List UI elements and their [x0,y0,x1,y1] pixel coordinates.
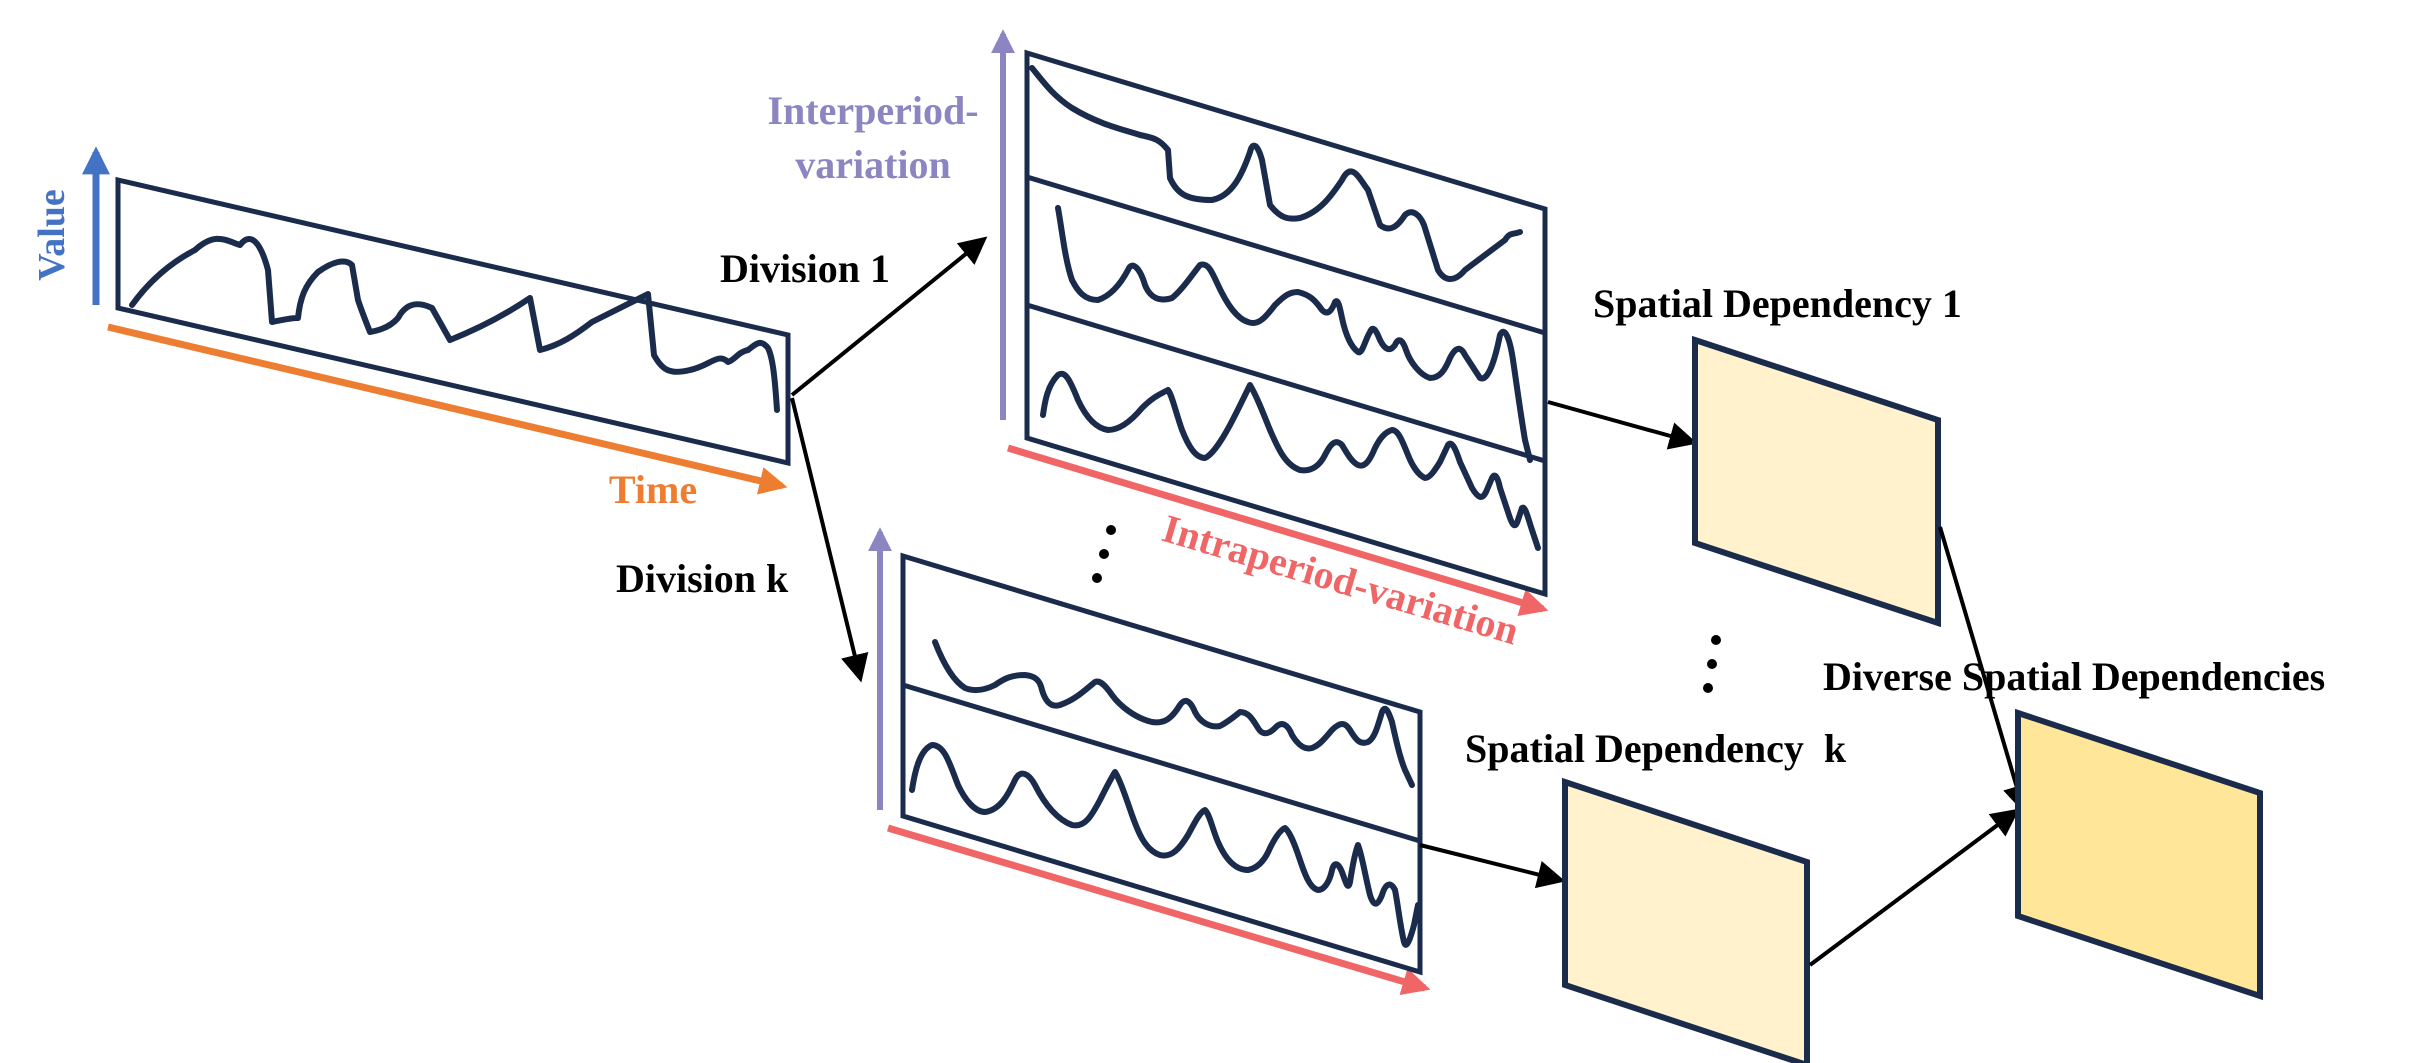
division-k-row-1-waveform [932,639,1415,788]
division-k-tensor [868,527,1431,996]
to-spatial-dependency-1-arrow [1547,400,1698,450]
spatial-1-to-diverse-arrow [1938,526,2031,814]
spatial-dependency-k-label: Spatial Dependency k [1465,726,1847,771]
interperiod-label-line-2: variation [795,142,951,187]
division-1-label: Division 1 [720,246,890,291]
division-1-row-2-waveform [1055,205,1533,463]
spatial-dependency-1-card [1692,335,1941,628]
time-axis-arrow [107,323,788,495]
interperiod-label-line-1: Interperiod- [767,88,978,133]
intraperiod-label: Intraperiod-variation [1157,505,1523,653]
diverse-spatial-dependencies-card [2015,708,2263,1001]
division-1-tensor: Interperiod- variation Intraperiod-varia… [767,29,1549,653]
to-spatial-dependency-k-arrow [1419,843,1566,889]
division-1-row-3-waveform [1040,370,1541,551]
spatial-dependency-ellipsis [1703,635,1721,693]
division-1-arrow [790,236,988,397]
division-1-row-1-waveform [1029,65,1523,282]
diverse-spatial-dependencies-label: Diverse Spatial Dependencies [1823,654,2325,699]
division-1-row-separator-1 [1026,174,1546,336]
spatial-dependency-1-label: Spatial Dependency 1 [1593,281,1962,326]
division-k-frame [900,552,1423,976]
division-ellipsis [1092,525,1116,583]
division-1-frame [1024,49,1548,598]
division-k-row-separator [902,682,1421,844]
spatial-dependency-k-card [1562,777,1810,1063]
time-axis-label: Time [609,467,697,512]
division-k-arrow [790,397,869,683]
value-axis-label: Value [31,189,73,281]
division-1-row-separator-2 [1026,302,1546,464]
intraperiod-axis-arrow [1006,444,1549,616]
time-series-waveform [129,235,780,413]
division-k-row-2-waveform [909,742,1421,948]
time-series-panel: Value Time [31,146,791,512]
time-series-frame [115,176,791,467]
division-k-label: Division k [616,556,789,601]
spatial-k-to-diverse-arrow [1808,808,2020,967]
division-k-intraperiod-axis-arrow [887,824,1431,996]
